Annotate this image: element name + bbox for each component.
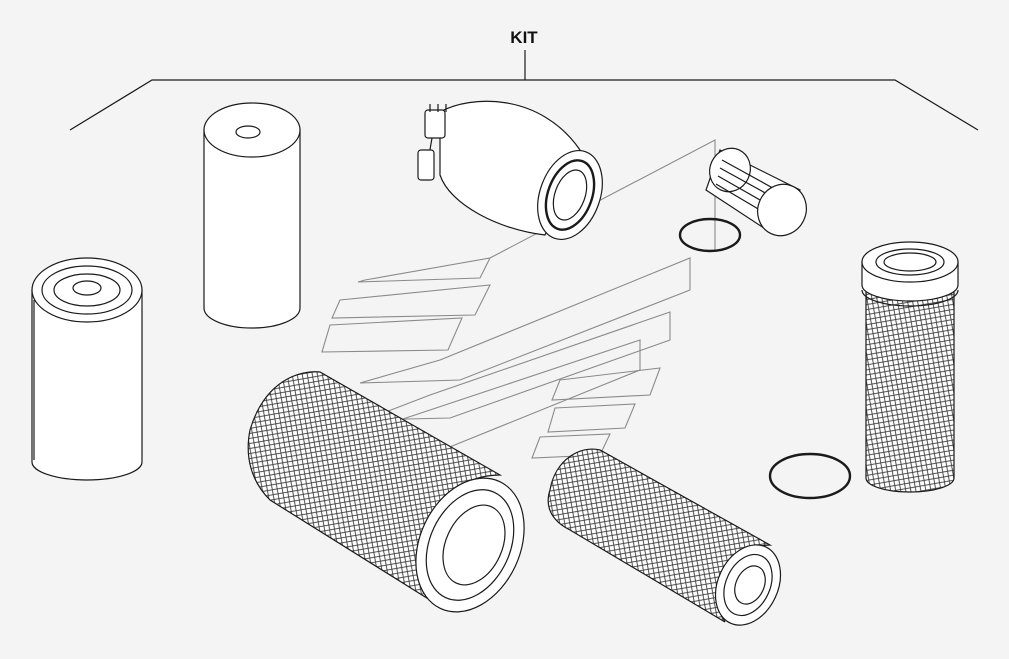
- fuel-water-separator: [417, 100, 603, 241]
- secondary-mesh-filter: [547, 448, 782, 626]
- fuel-filter-cartridge: [203, 102, 301, 329]
- spin-on-oil-filter: [31, 257, 143, 481]
- kit-bracket: KIT: [69, 28, 979, 131]
- o-ring-large: [768, 452, 852, 500]
- air-filter-inner-element: [861, 241, 959, 493]
- small-cartridge-filter: [705, 147, 807, 237]
- kit-label: KIT: [510, 28, 538, 47]
- air-filter-outer-element: [247, 371, 525, 613]
- cartridge-pleats: [715, 159, 781, 217]
- o-ring-small: [678, 217, 742, 253]
